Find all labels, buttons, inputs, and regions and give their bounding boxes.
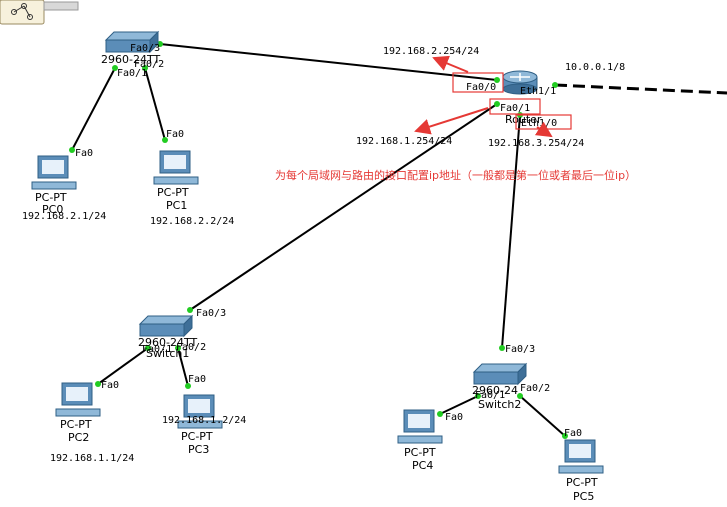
eth10-ip-label: 192.168.3.254/24	[488, 138, 584, 149]
switch2-model: 2960-24	[472, 384, 518, 397]
pc4[interactable]: PC-PT PC4	[397, 409, 443, 472]
pc1[interactable]: PC-PT PC1 192.168.2.2/24	[150, 150, 234, 227]
port-label: Fa0/2	[176, 342, 206, 353]
links	[71, 43, 727, 437]
highlight-fa00	[452, 72, 504, 93]
pc1-type: PC-PT	[157, 186, 189, 199]
link-switch2-pc4[interactable]	[439, 395, 479, 415]
topology-tool-icon[interactable]	[0, 0, 79, 25]
eth11-ip-label: 10.0.0.1/8	[565, 62, 625, 73]
switch-top-model: 2960-24TT	[101, 53, 160, 66]
switch1-model: 2960-24TT	[138, 336, 197, 349]
port-label: Fa0	[564, 428, 582, 439]
port-label: Fa0	[166, 129, 184, 140]
pc0-ip: 192.168.2.1/24	[22, 211, 106, 222]
link-switch-top-router[interactable]	[159, 43, 498, 81]
link-switch-top-pc0[interactable]	[71, 67, 116, 151]
pc3-type: PC-PT	[181, 430, 213, 443]
router-name: Router	[505, 113, 542, 126]
port-label: Fa0/1	[117, 68, 147, 79]
port-label: Eth1/1	[520, 86, 556, 97]
pc5-name: PC5	[573, 490, 594, 503]
highlight-fa01	[489, 98, 541, 115]
port-label: Fa0/3	[196, 308, 226, 319]
pc0-name: PC0	[42, 203, 63, 216]
switch2[interactable]: 2960-24 Switch2	[472, 362, 528, 411]
port-label: Fa0/1	[500, 103, 530, 114]
link-router-switch2[interactable]	[501, 114, 521, 349]
port-label: Fa0/1	[142, 344, 172, 355]
port-label: Fa0/1	[475, 390, 505, 401]
port-label: Fa0	[101, 380, 119, 391]
link-switch2-pc5[interactable]	[519, 395, 566, 437]
pc0-type: PC-PT	[35, 191, 67, 204]
port-label: Fa0/3	[505, 344, 535, 355]
link-switch1-pc3[interactable]	[177, 347, 189, 387]
port-label: Fa0/2	[134, 59, 164, 70]
pc1-name: PC1	[166, 199, 187, 212]
arrow-to-fa01-ip	[414, 107, 489, 135]
port-label: Fa0	[75, 148, 93, 159]
arrow-to-fa00-ip	[432, 55, 469, 73]
link-router-switch1[interactable]	[189, 103, 498, 311]
pc3-name: PC3	[188, 443, 209, 456]
pc2-name: PC2	[68, 431, 89, 444]
pc5-type: PC-PT	[566, 476, 598, 489]
fa00-ip-label: 192.168.2.254/24	[383, 46, 479, 57]
port-label: Fa0	[445, 412, 463, 423]
switch-top[interactable]: 2960-24TT	[101, 30, 160, 66]
fa01-ip-label: 192.168.1.254/24	[356, 136, 452, 147]
arrow-to-eth10-ip	[534, 121, 553, 138]
annotation-text: 为每个局域网与路由的接口配置ip地址（一般都是第一位或者最后一位ip）	[275, 168, 636, 182]
port-label: Fa0	[188, 374, 206, 385]
pc4-type: PC-PT	[404, 446, 436, 459]
link-switch-top-pc1[interactable]	[144, 67, 166, 141]
port-label: Fa0/2	[520, 383, 550, 394]
pc3-ip: 192.168.1.2/24	[162, 415, 246, 426]
link-router-external[interactable]	[554, 83, 727, 95]
port-label: Fa0/0	[466, 82, 496, 93]
switch1-name: Switch1	[146, 347, 189, 360]
pc2-ip: 192.168.1.1/24	[50, 453, 134, 464]
pc2[interactable]: PC-PT PC2 192.168.1.1/24	[50, 382, 134, 464]
pc4-name: PC4	[412, 459, 433, 472]
pc2-type: PC-PT	[60, 418, 92, 431]
interface-addresses: 192.168.2.254/24 192.168.1.254/24 192.16…	[356, 46, 625, 149]
pc1-ip: 192.168.2.2/24	[150, 216, 234, 227]
port-label: Fa0/3	[130, 43, 160, 54]
link-switch1-pc2[interactable]	[97, 347, 149, 385]
pc3[interactable]: 192.168.1.2/24 PC-PT PC3	[162, 394, 246, 456]
pc5[interactable]: PC-PT PC5	[558, 439, 604, 503]
annotation-arrows	[414, 55, 553, 138]
pc0[interactable]: PC-PT PC0 192.168.2.1/24	[22, 155, 106, 222]
switch2-name: Switch2	[478, 398, 521, 411]
port-labels: Fa0/3 Fa0/2 Fa0/1 Fa0 Fa0 Fa0/0 Eth1/1 F…	[75, 43, 582, 439]
switch1[interactable]: 2960-24TT Switch1	[138, 314, 197, 360]
